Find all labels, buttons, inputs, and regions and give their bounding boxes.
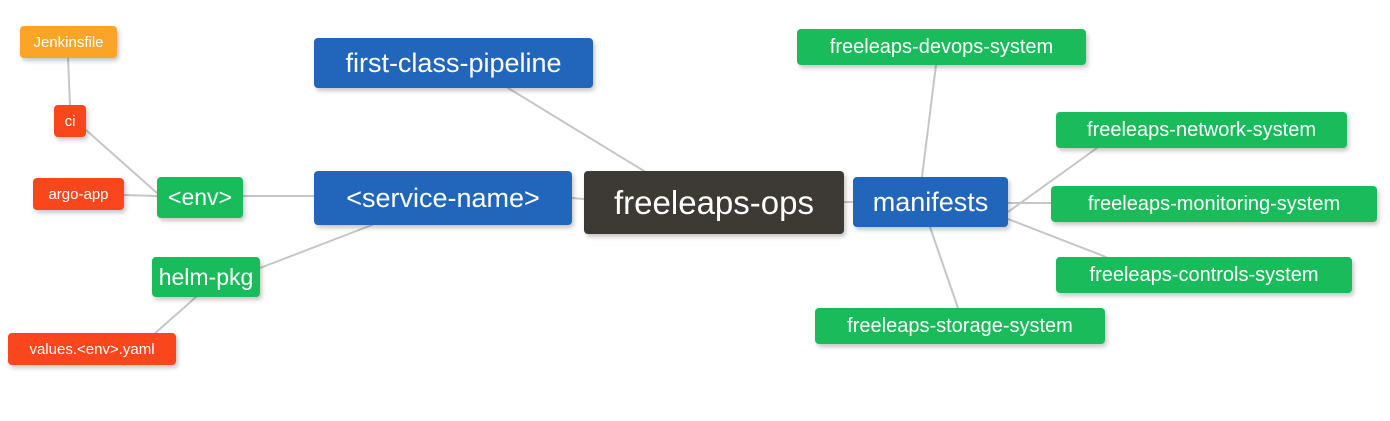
node-label-env: <env> (168, 184, 232, 210)
edge-first-class-pipeline-to-freeleaps-ops (507, 87, 645, 172)
edge-values-env-yaml-to-helm-pkg (151, 296, 197, 337)
node-freeleaps-network-system[interactable]: freeleaps-network-system (1056, 112, 1347, 148)
node-manifests[interactable]: manifests (853, 177, 1008, 227)
node-label-service-name: <service-name> (346, 182, 540, 213)
node-label-freeleaps-ops: freeleaps-ops (614, 184, 814, 221)
node-label-freeleaps-devops-system: freeleaps-devops-system (829, 36, 1054, 58)
node-values-env-yaml[interactable]: values.<env>.yaml (8, 333, 176, 365)
node-first-class-pipeline[interactable]: first-class-pipeline (314, 38, 593, 88)
edge-helm-pkg-to-service-name (259, 224, 373, 269)
node-freeleaps-controls-system[interactable]: freeleaps-controls-system (1056, 257, 1352, 293)
node-freeleaps-storage-system[interactable]: freeleaps-storage-system (815, 308, 1105, 344)
node-label-values-env-yaml: values.<env>.yaml (29, 340, 155, 358)
edge-manifests-to-freeleaps-storage-system (929, 226, 959, 309)
node-ci[interactable]: ci (54, 105, 86, 137)
node-label-freeleaps-network-system: freeleaps-network-system (1087, 119, 1316, 141)
node-label-jenkinsfile: Jenkinsfile (33, 33, 104, 51)
node-freeleaps-monitoring-system[interactable]: freeleaps-monitoring-system (1051, 186, 1377, 222)
node-freeleaps-ops[interactable]: freeleaps-ops (584, 171, 844, 234)
edge-manifests-to-freeleaps-controls-system (1007, 218, 1107, 258)
edge-manifests-to-freeleaps-devops-system (921, 64, 937, 178)
node-label-first-class-pipeline: first-class-pipeline (345, 47, 562, 78)
edge-service-name-to-freeleaps-ops (571, 197, 585, 200)
node-label-manifests: manifests (872, 186, 989, 217)
node-label-ci: ci (64, 112, 76, 130)
node-label-freeleaps-storage-system: freeleaps-storage-system (847, 315, 1073, 337)
node-helm-pkg[interactable]: helm-pkg (152, 257, 260, 297)
node-freeleaps-devops-system[interactable]: freeleaps-devops-system (797, 29, 1086, 65)
node-argo-app[interactable]: argo-app (33, 178, 124, 210)
edge-jenkinsfile-to-ci (67, 57, 71, 106)
node-label-helm-pkg: helm-pkg (158, 263, 254, 290)
node-label-freeleaps-monitoring-system: freeleaps-monitoring-system (1087, 193, 1341, 215)
node-env[interactable]: <env> (157, 177, 243, 218)
node-service-name[interactable]: <service-name> (314, 171, 572, 225)
edge-argo-app-to-env (123, 194, 158, 197)
node-jenkinsfile[interactable]: Jenkinsfile (20, 26, 117, 58)
node-label-argo-app: argo-app (48, 185, 109, 203)
node-label-freeleaps-controls-system: freeleaps-controls-system (1089, 264, 1319, 286)
